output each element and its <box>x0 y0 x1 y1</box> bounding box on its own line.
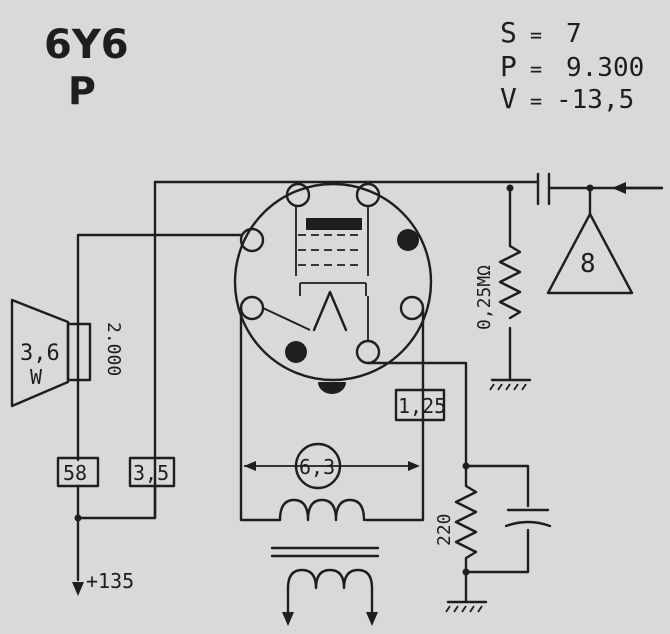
speaker-power: W <box>30 365 43 389</box>
cathode-voltage-label: 1,25 <box>398 394 446 418</box>
bypass-wire <box>464 464 530 508</box>
tube-envelope <box>233 182 433 382</box>
tube-class: P <box>68 69 96 113</box>
tube-key <box>318 382 346 394</box>
screen-voltage-label: 3,5 <box>133 461 169 485</box>
input-arrow-icon <box>612 182 626 194</box>
cathode-wire <box>366 361 468 468</box>
supply-arrow-icon <box>72 582 84 596</box>
param-p-value: 9.300 <box>566 53 644 83</box>
filament-transformer <box>270 498 380 626</box>
supply-label: +135 <box>86 569 134 593</box>
cathode-resistor-label: 220 <box>434 513 455 546</box>
speaker-impedance: 2.000 <box>103 322 124 376</box>
pin-circle <box>239 295 265 321</box>
filament-voltage-label: 6,3 <box>299 455 335 479</box>
previous-stage-triangle <box>546 212 634 295</box>
param-s-value: 7 <box>566 19 582 49</box>
speaker-size: 3,6 <box>20 341 60 366</box>
speaker-icon <box>10 298 92 408</box>
grid-resistor <box>498 244 522 320</box>
cathode-voltage-box <box>394 388 446 422</box>
pin-circle <box>239 227 265 253</box>
filament-wire-left <box>239 306 282 522</box>
pin-filled <box>285 341 307 363</box>
param-s-symbol: S <box>500 16 517 49</box>
pin-circle <box>399 295 425 321</box>
coupling-capacitor <box>536 172 551 206</box>
pin-filled <box>397 229 419 251</box>
cathode-resistor <box>454 464 530 574</box>
param-v-symbol: V <box>500 82 517 115</box>
param-v-value: -13,5 <box>556 85 634 115</box>
previous-stage-label: 8 <box>580 249 596 279</box>
screen-wire <box>76 233 243 462</box>
ground-icon <box>489 378 532 391</box>
param-s-eq: = <box>530 23 542 47</box>
grid-resistor-label: 0,25MΩ <box>474 265 495 330</box>
tube-electrodes <box>262 205 369 340</box>
junction-dot <box>74 514 82 522</box>
param-p-eq: = <box>530 57 542 81</box>
plate-voltage-label: 58 <box>63 461 87 485</box>
tube-type: 6Y6 <box>44 22 129 68</box>
pin-circle <box>355 339 381 365</box>
param-p-symbol: P <box>500 50 517 83</box>
bypass-capacitor <box>504 508 552 528</box>
parameter-block: S = 7 P = 9.300 V = -13,5 <box>500 16 644 115</box>
filament-voltage-circle <box>294 442 342 490</box>
param-v-eq: = <box>530 89 542 113</box>
screen-voltage-box <box>128 456 176 488</box>
filament-wire-right <box>364 306 425 522</box>
ground-icon <box>445 600 488 613</box>
